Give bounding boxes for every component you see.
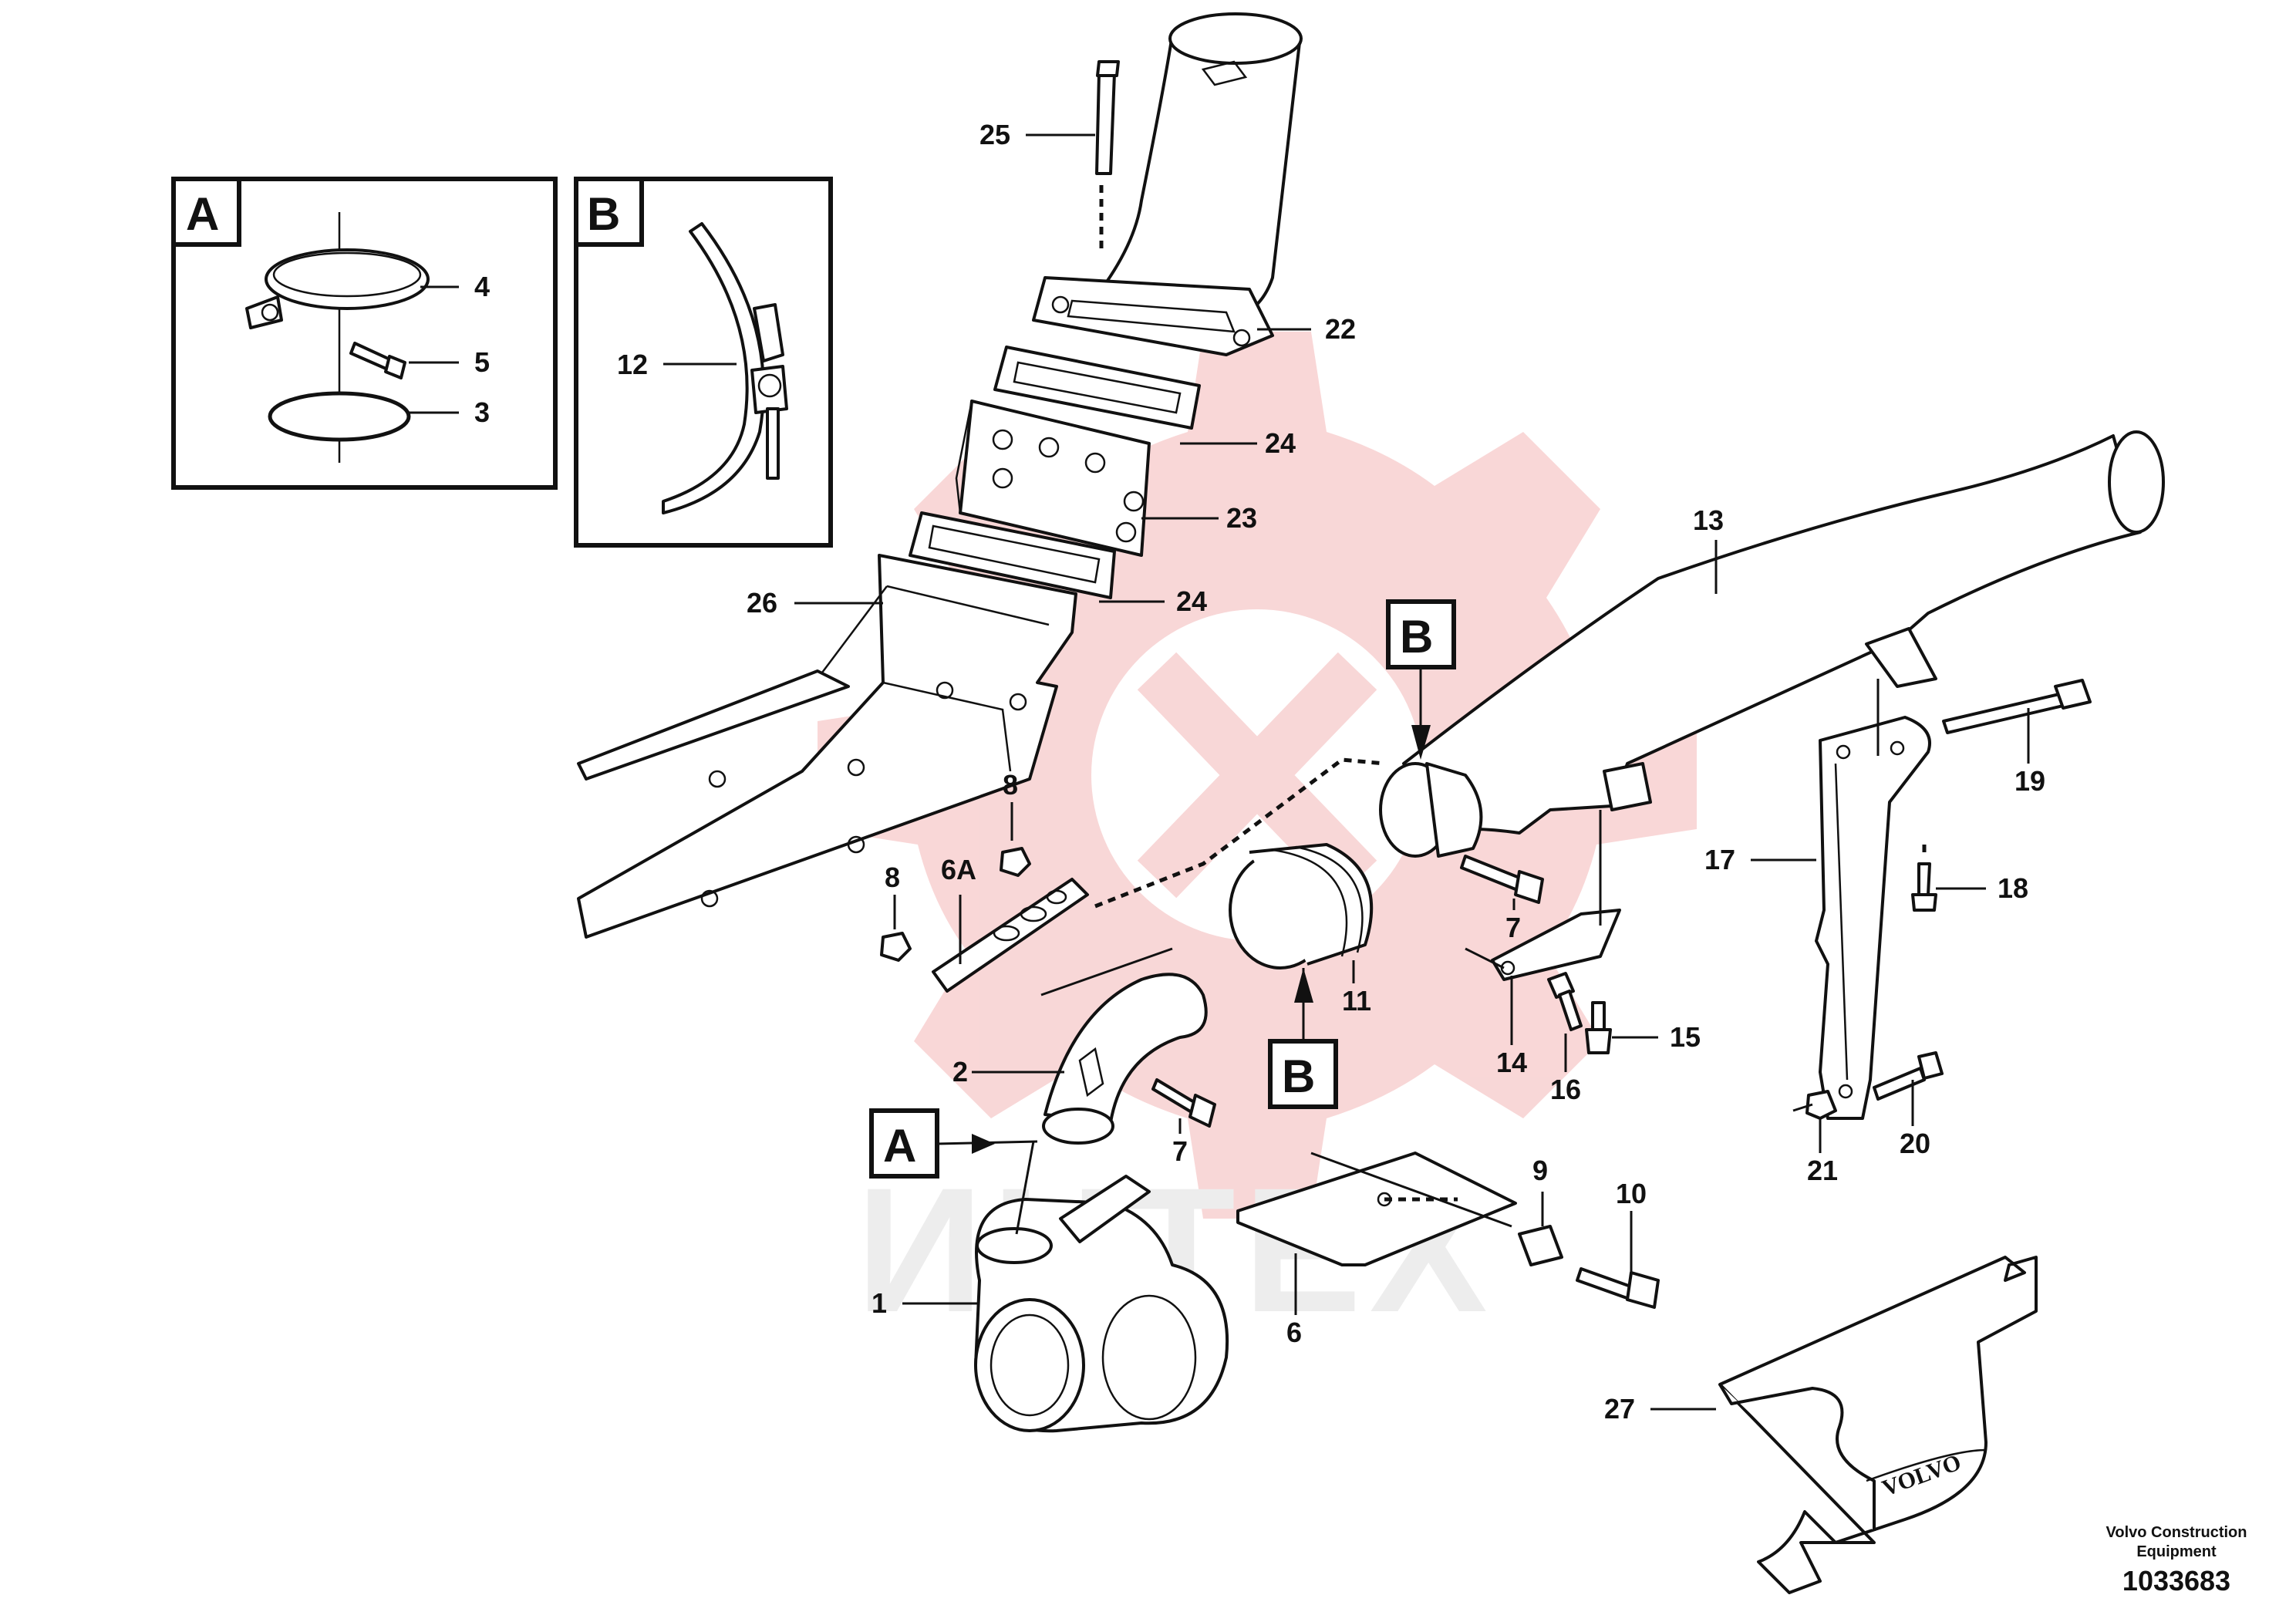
- marker-b-upper-arrow-icon: [1411, 725, 1431, 760]
- bolt-20: [1873, 1051, 1944, 1101]
- gasket-24-lower: [909, 511, 1116, 599]
- callout-14: 14: [1496, 1047, 1527, 1078]
- footer-maker-line1: Volvo Construction: [2106, 1524, 2247, 1541]
- o-ring-icon: [268, 391, 411, 442]
- inset-a-label-box: [171, 177, 241, 247]
- bolt-19: [1942, 679, 2092, 734]
- callout-5: 5: [474, 346, 490, 378]
- v-band-clamp-icon: [245, 248, 430, 329]
- turbocharger-1: [974, 1175, 1229, 1433]
- callout-7-upper: 7: [1505, 912, 1521, 943]
- callout-7-lower: 7: [1172, 1135, 1188, 1167]
- callout-26: 26: [747, 587, 777, 619]
- callout-3: 3: [474, 396, 490, 428]
- callout-18: 18: [1998, 872, 2028, 904]
- support-bracket-17: [1815, 716, 1931, 1120]
- callout-19: 19: [2014, 765, 2045, 797]
- callout-23: 23: [1226, 502, 1257, 534]
- callout-20: 20: [1900, 1128, 1930, 1159]
- callout-15: 15: [1670, 1021, 1701, 1053]
- marker-b-lower-box: [1268, 1039, 1338, 1109]
- elbow-2: [1042, 973, 1208, 1145]
- marker-b-upper: B: [1400, 611, 1433, 663]
- callout-22: 22: [1325, 313, 1356, 345]
- callout-24-upper: 24: [1265, 427, 1296, 459]
- coupling-sleeve: [1379, 762, 1483, 858]
- callout-6a: 6A: [941, 854, 976, 885]
- bolt-18: [1911, 845, 1937, 912]
- callout-6: 6: [1286, 1317, 1302, 1348]
- inset-b-label-box: [574, 177, 644, 247]
- charge-pipe-13: [1402, 430, 2165, 835]
- footer-maker-line2: Equipment: [2136, 1543, 2217, 1560]
- callout-8-right: 8: [1003, 769, 1018, 801]
- inset-b: B 12: [574, 177, 833, 548]
- callout-1: 1: [872, 1287, 887, 1319]
- nut-8-right: [1000, 847, 1031, 877]
- clamp-detail-icon: [662, 222, 788, 514]
- inset-b-label: B: [587, 188, 620, 240]
- callout-4: 4: [474, 271, 490, 302]
- drawing-number: 1033683: [2122, 1565, 2230, 1597]
- marker-b-lower-arrow-icon: [1294, 968, 1313, 1003]
- bolt-7-lower: [1151, 1078, 1216, 1128]
- bracket-6a: [932, 878, 1089, 993]
- bolt-15: [1585, 1001, 1612, 1054]
- callout-2: 2: [952, 1056, 968, 1088]
- callout-8-left: 8: [885, 862, 900, 893]
- long-bolt-25: [1095, 60, 1120, 255]
- inset-a-label: A: [186, 188, 219, 240]
- turbo-cover-27: VOLVO: [1718, 1256, 2038, 1594]
- marker-a: A: [883, 1120, 916, 1172]
- callout-21: 21: [1807, 1155, 1838, 1186]
- callout-24-lower: 24: [1176, 585, 1207, 617]
- footer: Volvo Construction Equipment 1033683: [2106, 1524, 2247, 1597]
- spacer-9: [1518, 1225, 1563, 1266]
- clamp-bolt-icon: [349, 342, 406, 379]
- marker-b-lower: B: [1282, 1050, 1315, 1102]
- callout-16: 16: [1550, 1074, 1581, 1105]
- heat-shield-6: [1236, 1152, 1517, 1266]
- bolt-7-upper: [1460, 855, 1544, 904]
- callout-25: 25: [979, 119, 1010, 150]
- gasket-24-upper: [993, 346, 1201, 430]
- inset-a: A 4 5 3: [171, 177, 558, 490]
- bolt-16: [1547, 972, 1583, 1031]
- callout-9: 9: [1532, 1155, 1548, 1186]
- callout-11: 11: [1342, 985, 1371, 1017]
- marker-a-arrow-icon: [972, 1134, 995, 1154]
- callout-13: 13: [1693, 504, 1724, 536]
- inlet-elbow-22: [1032, 12, 1303, 356]
- nut-8-left: [880, 932, 912, 962]
- callout-12: 12: [617, 349, 648, 380]
- callout-10: 10: [1616, 1178, 1647, 1209]
- bolt-10: [1576, 1267, 1660, 1309]
- callout-27: 27: [1604, 1393, 1635, 1425]
- intake-manifold-26: [577, 554, 1077, 939]
- callout-17: 17: [1704, 844, 1735, 875]
- watermark: ИНТЕХ: [818, 332, 1697, 1349]
- intake-block-23: [955, 400, 1151, 557]
- bracket-14: [1491, 909, 1621, 981]
- hose-11: [1229, 843, 1374, 969]
- nut-21: [1805, 1090, 1837, 1120]
